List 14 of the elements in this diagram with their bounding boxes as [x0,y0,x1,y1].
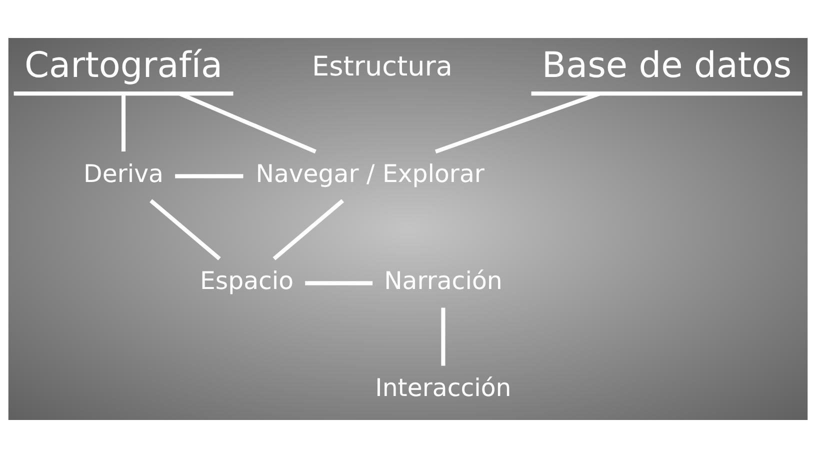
node-text: Interacción [375,372,512,402]
node-text: Cartografía [24,44,223,86]
node-text: Navegar / Explorar [256,158,484,188]
connector [175,174,244,178]
node-text: Base de datos [542,44,792,86]
connector [150,198,221,260]
node-text: Deriva [84,158,164,188]
connector [441,307,446,366]
connector [122,93,126,151]
node-text: Narración [384,266,502,295]
label: Estructura [312,50,453,82]
connector [305,280,373,285]
node-text: Espacio [200,266,294,295]
connector [272,198,344,260]
